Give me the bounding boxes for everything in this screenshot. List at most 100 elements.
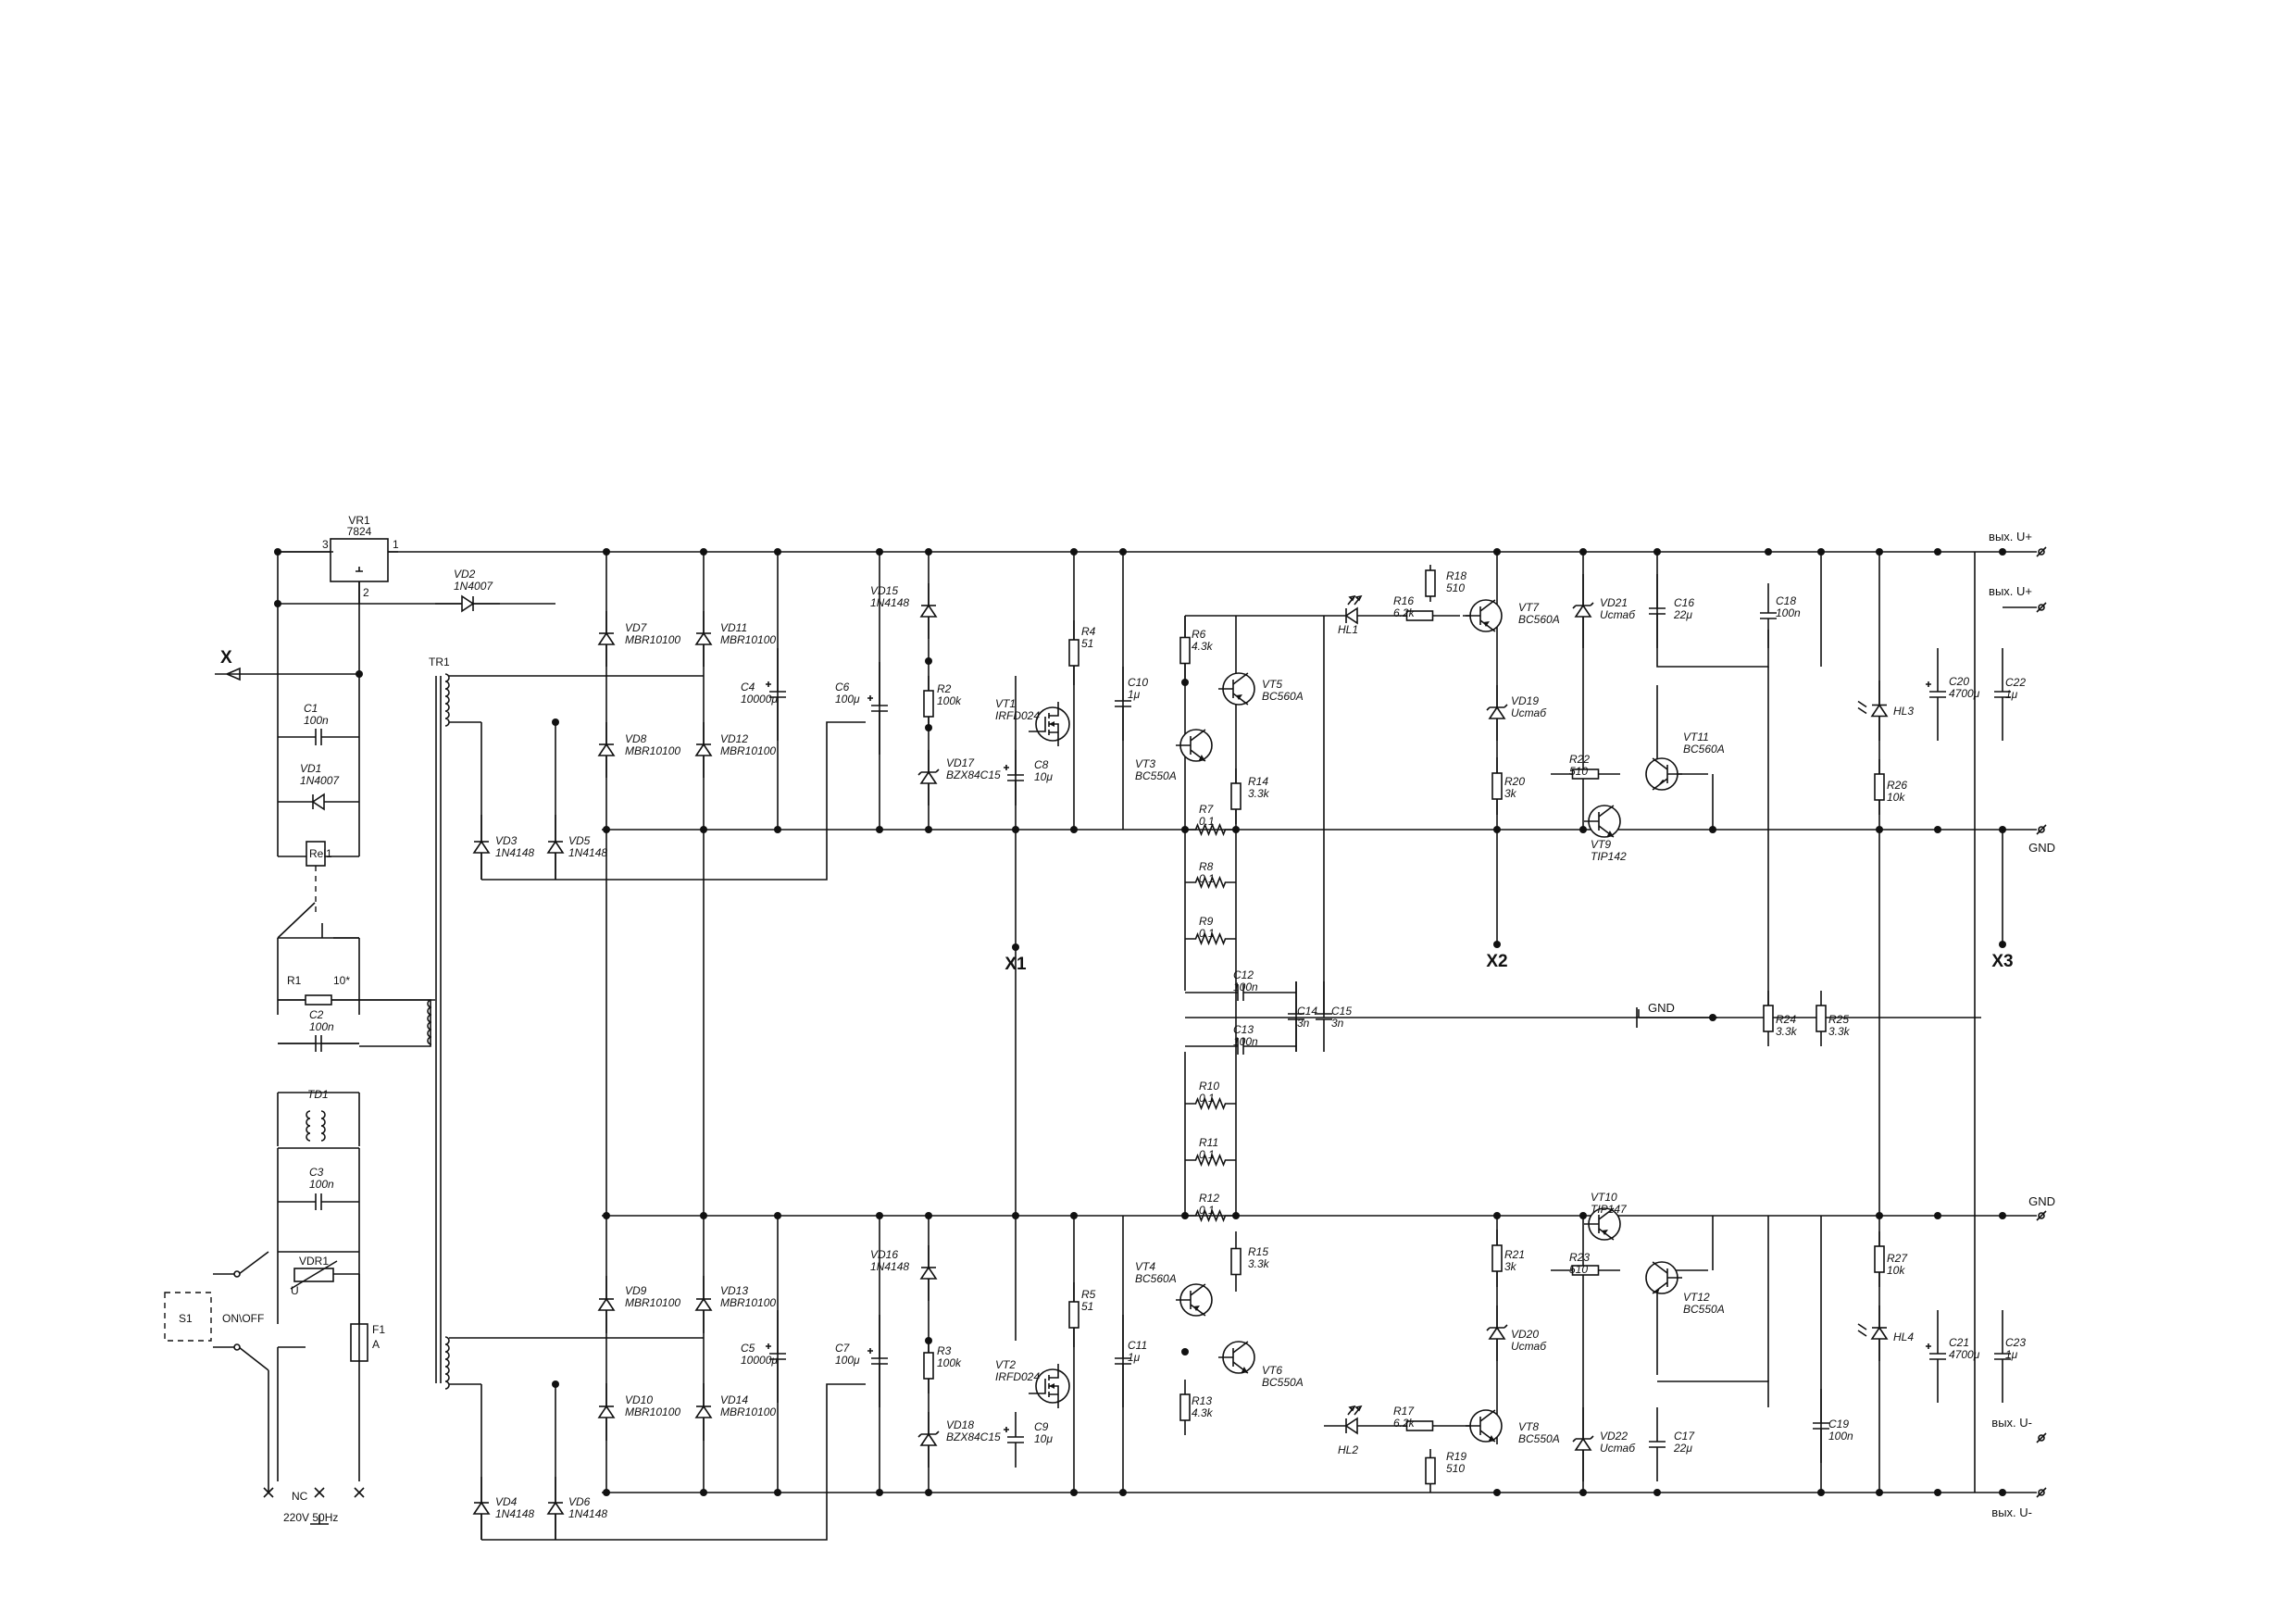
junction-dot <box>1934 1489 1941 1496</box>
vt9-name: VT9 <box>1591 838 1611 851</box>
vd9-diode <box>597 1276 616 1333</box>
hl2-name: HL2 <box>1338 1443 1358 1456</box>
junction-dot <box>1934 1212 1941 1219</box>
winding <box>444 1336 450 1390</box>
vd21-value: Uстаб <box>1600 608 1636 621</box>
junction-dot <box>1579 1489 1587 1496</box>
r18-name: R18 <box>1446 569 1466 582</box>
c2-value: 100n <box>309 1020 334 1033</box>
vr1-pin-2: 2 <box>363 586 369 599</box>
r6-value: 4.3k <box>1192 640 1214 653</box>
vd7-diode <box>597 611 616 667</box>
output-terminal-u-plus-1 <box>2036 546 2047 557</box>
r7-shunt-resistor <box>1185 822 1236 837</box>
vd19-value: Uстаб <box>1511 706 1547 719</box>
vt10-name: VT10 <box>1591 1191 1617 1204</box>
vd15-name: VD15 <box>870 584 898 597</box>
vd14-value: MBR10100 <box>720 1405 776 1418</box>
vdr1-name: VDR1 <box>299 1255 329 1268</box>
r26-value: 10k <box>1887 791 1905 804</box>
vd2-name: VD2 <box>454 568 476 581</box>
c14-name: C14 <box>1297 1005 1317 1018</box>
c19-name: C19 <box>1828 1418 1849 1430</box>
r11-value: 0.1 <box>1199 1148 1215 1161</box>
junction-dot <box>925 826 932 833</box>
output-terminal-gnd-top <box>2036 824 2047 835</box>
junction-dot <box>876 1489 883 1496</box>
r6-resistor <box>1179 616 1191 685</box>
vt8-transistor <box>1466 1409 1503 1443</box>
vd11-value: MBR10100 <box>720 633 776 646</box>
r4-resistor <box>1068 620 1079 685</box>
c3-name: C3 <box>309 1166 324 1179</box>
c11-value: 1μ <box>1128 1351 1141 1364</box>
rel1-relay-coil <box>306 841 326 867</box>
r21-resistor <box>1491 1230 1503 1287</box>
vd5-diode <box>546 815 565 880</box>
r2-name: R2 <box>937 682 952 695</box>
r22-resistor <box>1551 768 1620 780</box>
vd10-name: VD10 <box>625 1393 653 1406</box>
junction-dot <box>876 1212 883 1219</box>
vd2-value: 1N4007 <box>454 580 493 593</box>
mains-label: 220V 50Hz <box>283 1511 338 1524</box>
junction-dot <box>1999 1212 2006 1219</box>
junction-dot <box>1934 826 1941 833</box>
r23-value: 510 <box>1569 1263 1588 1276</box>
r2-value: 100k <box>937 694 962 707</box>
hl4-name: HL4 <box>1893 1330 1914 1343</box>
vd12-name: VD12 <box>720 732 748 745</box>
vd7-name: VD7 <box>625 621 648 634</box>
junction-dot <box>1493 1212 1501 1219</box>
vt3-transistor <box>1176 729 1213 762</box>
junction-dot <box>1765 548 1772 556</box>
test-point-x1: X1 <box>1004 955 1027 974</box>
winding <box>320 1110 326 1142</box>
r6-name: R6 <box>1192 628 1206 641</box>
vd18-name: VD18 <box>946 1418 974 1431</box>
nc-terminal <box>314 1487 325 1498</box>
vd11-name: VD11 <box>720 621 747 634</box>
r17-resistor <box>1379 1420 1460 1431</box>
hl3-name: HL3 <box>1893 705 1914 718</box>
vd17-value: BZX84C15 <box>946 768 1001 781</box>
vt11-name: VT11 <box>1683 731 1709 743</box>
r7-value: 0.1 <box>1199 815 1215 828</box>
junction-dot <box>603 1212 610 1219</box>
r23-name: R23 <box>1569 1251 1590 1264</box>
vt10-value: TIP147 <box>1591 1203 1628 1216</box>
c5-capacitor <box>766 1310 786 1403</box>
c5-value: 10000μ <box>741 1354 778 1367</box>
junction-dot <box>876 826 883 833</box>
vt8-value: BC550A <box>1518 1432 1560 1445</box>
junction-dot <box>603 826 610 833</box>
vd22-value: Uстаб <box>1600 1442 1636 1455</box>
vt12-transistor <box>1645 1261 1682 1294</box>
junction-dot <box>356 670 363 678</box>
vr1-regulator <box>278 538 398 604</box>
r3-resistor <box>923 1338 934 1393</box>
junction-dot <box>1012 943 1019 951</box>
vt10-transistor <box>1584 1207 1621 1241</box>
vt6-transistor <box>1218 1341 1255 1374</box>
vd14-diode <box>694 1383 713 1441</box>
vd13-name: VD13 <box>720 1284 748 1297</box>
vd6-name: VD6 <box>568 1495 591 1508</box>
junction-dot <box>925 657 932 665</box>
r25-resistor <box>1816 991 1827 1046</box>
vt8-name: VT8 <box>1518 1420 1539 1433</box>
f1-value: A <box>372 1338 380 1351</box>
junction-dot <box>1999 1489 2006 1496</box>
r1-resistor <box>278 994 359 1006</box>
c23-name: C23 <box>2005 1336 2026 1349</box>
junction-dot <box>1579 548 1587 556</box>
vt7-value: BC560A <box>1518 613 1560 626</box>
vd16-value: 1N4148 <box>870 1260 909 1273</box>
junction-dot <box>1934 548 1941 556</box>
r23-resistor <box>1551 1265 1620 1276</box>
r18-value: 510 <box>1446 581 1465 594</box>
components <box>164 538 2047 1540</box>
r4-name: R4 <box>1081 625 1096 638</box>
r16-name: R16 <box>1393 594 1414 607</box>
r22-name: R22 <box>1569 753 1590 766</box>
